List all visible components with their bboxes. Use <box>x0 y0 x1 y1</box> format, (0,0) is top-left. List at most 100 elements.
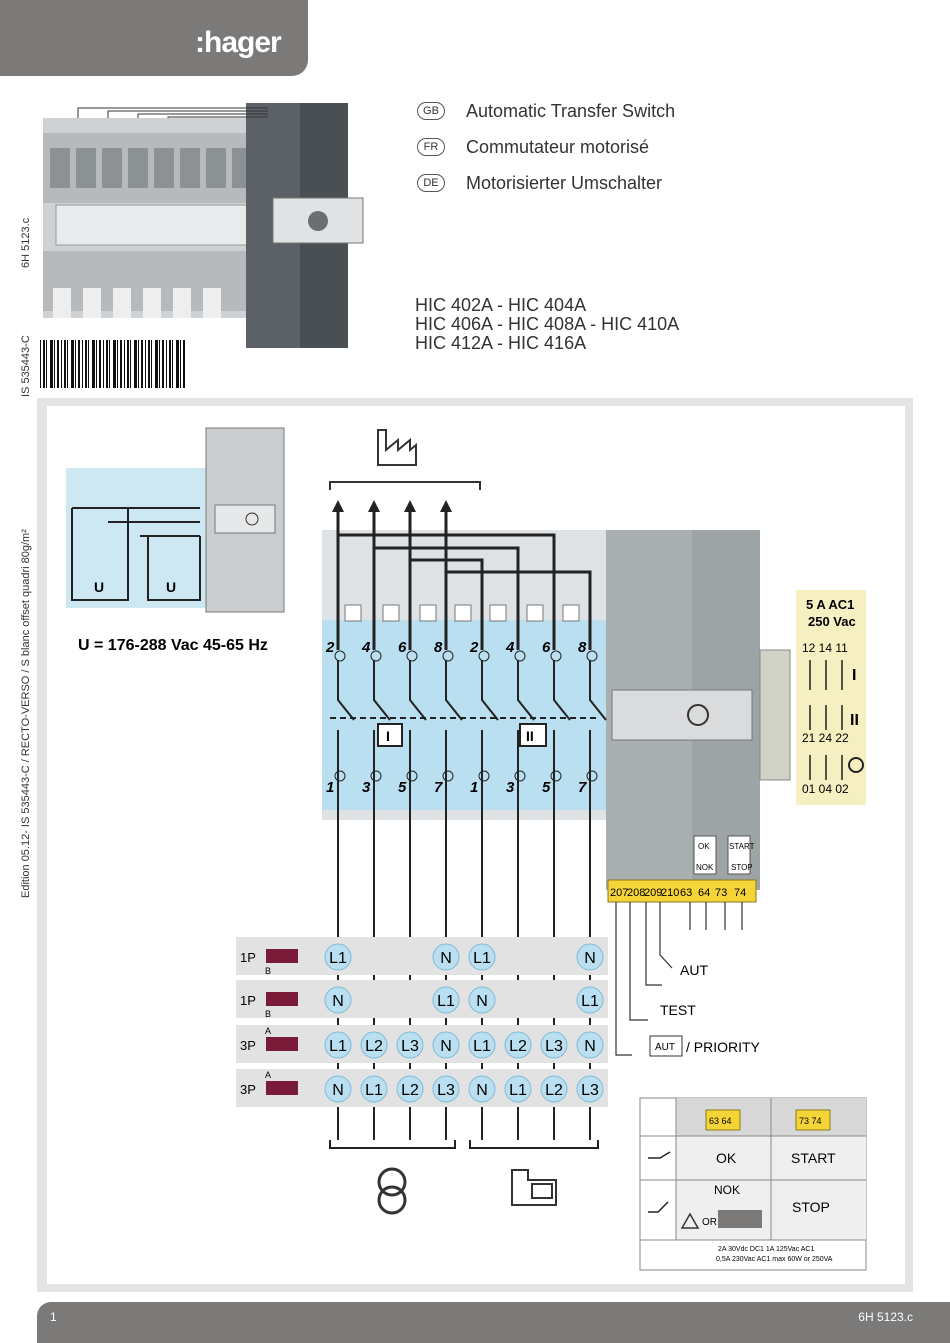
aux-terminal-64: 64 <box>698 887 710 899</box>
config-cell-circle-3-3 <box>396 1031 424 1059</box>
aux-terminal-63: 63 <box>680 887 692 899</box>
config-cell-circle-2-1 <box>324 986 352 1014</box>
relay-rating-1: 5 A AC1 <box>806 597 854 612</box>
model-line-1: HIC 402A - HIC 404A <box>415 295 587 315</box>
table-term-2: 73 74 <box>799 1116 822 1126</box>
table-footnote-1: 2A 30Vdc DC1 1A 125Vac AC1 <box>718 1246 814 1253</box>
config-cell-2-8: L1 <box>581 993 599 1010</box>
config-cell-3-8: N <box>584 1038 596 1055</box>
config-cell-circle-4-6 <box>504 1075 532 1103</box>
table-ok: OK <box>716 1150 737 1166</box>
config-cell-3-6: L2 <box>509 1038 527 1055</box>
aut-label: AUT <box>680 962 708 978</box>
config-row-label-3: 3P <box>240 1038 256 1053</box>
config-cell-circle-1-4 <box>432 943 460 971</box>
bottom-terminal-screw-5 <box>478 770 490 782</box>
start-mini: START <box>729 842 755 851</box>
dip-switch-1 <box>266 949 298 963</box>
product-image <box>38 103 368 358</box>
model-line-2: HIC 406A - HIC 408A - HIC 410A <box>415 314 680 334</box>
transformer-icon <box>377 1167 407 1215</box>
config-cell-1-5: L1 <box>473 950 491 967</box>
config-cell-circle-4-4 <box>432 1075 460 1103</box>
config-cell-circle-1-1 <box>324 943 352 971</box>
bottom-terminal-4: 7 <box>434 779 443 796</box>
test-label: TEST <box>660 1002 696 1018</box>
config-cell-2-1: N <box>332 993 344 1010</box>
footer-doc-ref: 6H 5123.c <box>858 1310 913 1324</box>
config-cell-3-3: L3 <box>401 1038 419 1055</box>
generator-icon <box>511 1169 557 1206</box>
position-2-label: II <box>526 728 534 744</box>
config-cell-circle-3-7 <box>540 1031 568 1059</box>
config-row-label-1: 1P <box>240 950 256 965</box>
config-cell-circle-2-5 <box>468 986 496 1014</box>
top-terminal-screw-5 <box>478 650 490 662</box>
config-cell-2-5: N <box>476 993 488 1010</box>
aut-priority-box: AUT <box>655 1042 675 1053</box>
relay-pos-2: II <box>850 712 859 729</box>
table-start: START <box>791 1150 836 1166</box>
top-terminal-6: 4 <box>505 639 515 656</box>
dip-switch-label-2: B <box>265 1009 271 1019</box>
config-cell-circle-3-4 <box>432 1031 460 1059</box>
bottom-terminal-screw-8 <box>586 770 598 782</box>
aux-terminal-74: 74 <box>734 887 746 899</box>
config-cell-2-4: L1 <box>437 993 455 1010</box>
dip-switch-3 <box>266 1037 298 1051</box>
config-cell-circle-4-1 <box>324 1075 352 1103</box>
config-cell-circle-3-8 <box>576 1031 604 1059</box>
top-terminal-4: 8 <box>434 639 443 656</box>
supply-drawing: U U U = 176-288 Vac 45-65 Hz <box>66 427 285 654</box>
bottom-terminal-screw-1 <box>334 770 346 782</box>
lang-code-fr: FR <box>417 138 445 156</box>
config-cell-circle-4-8 <box>576 1075 604 1103</box>
config-cell-3-5: L1 <box>473 1038 491 1055</box>
relay-rating-2: 250 Vac <box>808 614 856 629</box>
config-cell-circle-1-5 <box>468 943 496 971</box>
config-cell-4-4: L3 <box>437 1082 455 1099</box>
aux-terminal-208: 208 <box>627 887 645 899</box>
bottom-terminal-screw-2 <box>370 770 382 782</box>
config-cell-1-4: N <box>440 950 452 967</box>
table-stop: STOP <box>792 1199 830 1215</box>
hager-logo: :hager <box>195 26 282 59</box>
footer-bar <box>37 1302 950 1343</box>
bottom-terminal-5: 1 <box>470 779 478 796</box>
config-cell-4-2: L1 <box>365 1082 383 1099</box>
aux-terminal-209: 209 <box>644 887 662 899</box>
config-cell-4-5: N <box>476 1082 488 1099</box>
bottom-terminal-7: 5 <box>542 779 551 796</box>
config-cell-4-1: N <box>332 1082 344 1099</box>
config-cell-circle-3-1 <box>324 1031 352 1059</box>
config-cell-4-3: L2 <box>401 1082 419 1099</box>
config-cell-circle-4-2 <box>360 1075 388 1103</box>
config-cell-circle-3-5 <box>468 1031 496 1059</box>
lang-code-de: DE <box>417 174 445 192</box>
top-terminal-screw-1 <box>334 650 346 662</box>
top-terminal-screw-2 <box>370 650 382 662</box>
bottom-terminal-screw-4 <box>442 770 454 782</box>
config-cell-3-2: L2 <box>365 1038 383 1055</box>
top-terminal-2: 4 <box>361 639 371 656</box>
top-terminal-screw-4 <box>442 650 454 662</box>
config-cell-circle-4-3 <box>396 1075 424 1103</box>
config-cell-circle-4-5 <box>468 1075 496 1103</box>
priority-label: / PRIORITY <box>686 1039 761 1055</box>
bottom-terminal-screw-7 <box>550 770 562 782</box>
title-text-gb: Automatic Transfer Switch <box>466 100 676 121</box>
title-text-de: Motorisierter Umschalter <box>466 172 663 193</box>
bottom-terminal-screw-6 <box>514 770 526 782</box>
config-cell-1-8: N <box>584 950 596 967</box>
voltage-label: U = 176-288 Vac 45-65 Hz <box>78 637 268 654</box>
model-list: HIC 402A - HIC 404A HIC 406A - HIC 408A … <box>415 296 679 353</box>
relay-row-3: 01 04 02 <box>802 782 849 796</box>
top-terminal-screw-8 <box>586 650 598 662</box>
table-term-1: 63 64 <box>709 1116 732 1126</box>
config-cell-circle-2-4 <box>432 986 460 1014</box>
config-cell-1-1: L1 <box>329 950 347 967</box>
bottom-terminal-3: 5 <box>398 779 407 796</box>
config-cell-3-1: L1 <box>329 1038 347 1055</box>
dip-switch-label-1: B <box>265 966 271 976</box>
